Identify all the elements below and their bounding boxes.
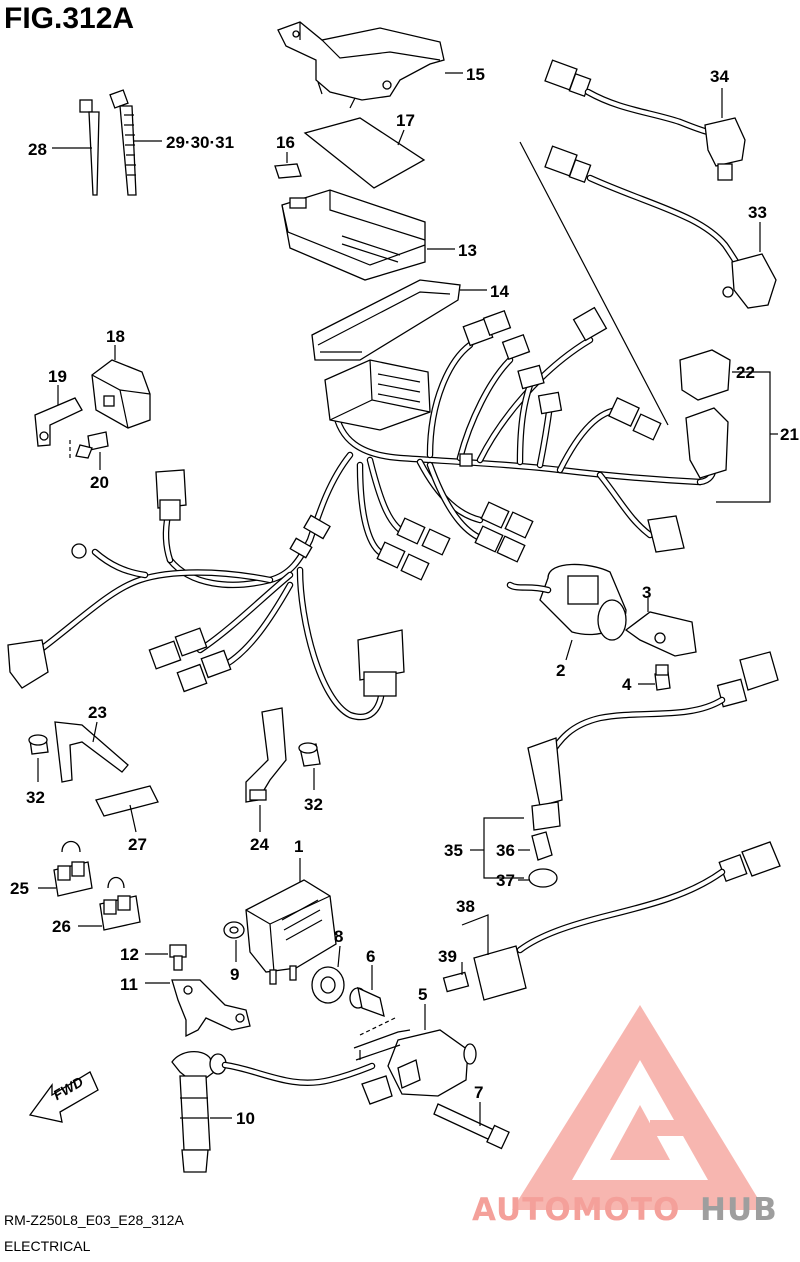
strap-14 xyxy=(311,279,461,361)
cap-36 xyxy=(531,831,553,861)
watermark-text-a: AUTOMOTO xyxy=(472,1192,680,1228)
bracket-11 xyxy=(171,979,251,1038)
bolt-32-left xyxy=(28,734,49,755)
relay-25 xyxy=(53,840,93,897)
ecm-13 xyxy=(281,189,426,281)
callout-2: 2 xyxy=(556,661,565,680)
callout-21: 21 xyxy=(780,425,799,444)
collar-6 xyxy=(349,986,385,1018)
callout-34: 34 xyxy=(710,67,729,86)
callout-32-right: 32 xyxy=(304,795,323,814)
fwd-arrow: FWD xyxy=(28,1071,99,1123)
callout-15: 15 xyxy=(466,65,485,84)
regulator-1 xyxy=(245,879,337,985)
callout-4: 4 xyxy=(622,675,632,694)
leader-23 xyxy=(92,721,98,743)
callout-7: 7 xyxy=(474,1083,483,1102)
relay-18 xyxy=(91,359,151,429)
callout-12: 12 xyxy=(120,945,139,964)
bracket-24 xyxy=(245,707,287,803)
callout-8: 8 xyxy=(334,927,343,946)
nut-9 xyxy=(223,921,245,939)
callout-5: 5 xyxy=(418,985,427,1004)
condenser-2 xyxy=(506,563,627,641)
switch-33 xyxy=(544,145,777,309)
model-code: RM-Z250L8_E03_E28_312A xyxy=(4,1212,184,1228)
guide-5-dash xyxy=(359,1017,396,1036)
callout-29-30-31: 29·30·31 xyxy=(166,133,234,152)
callout-25: 25 xyxy=(10,879,29,898)
callout-14: 14 xyxy=(490,282,509,301)
callout-1: 1 xyxy=(294,837,303,856)
plug-cap-10 xyxy=(171,1051,227,1173)
callout-33: 33 xyxy=(748,203,767,222)
callout-16: 16 xyxy=(276,133,295,152)
section-name: ELECTRICAL xyxy=(4,1238,91,1254)
cable-tie-28 xyxy=(79,99,100,196)
callout-39: 39 xyxy=(438,947,457,966)
wiring-harness xyxy=(7,306,731,721)
relay-26 xyxy=(99,876,141,931)
leader-17 xyxy=(397,129,405,146)
nut-37 xyxy=(528,868,558,888)
callout-28: 28 xyxy=(28,140,47,159)
bolt-7 xyxy=(433,1103,510,1150)
cable-tie-29-31 xyxy=(109,89,137,196)
clip-19 xyxy=(34,397,83,447)
grommet-8 xyxy=(311,966,345,1004)
bolt-20 xyxy=(75,431,109,459)
figure-title: FIG.312A xyxy=(4,2,135,35)
callout-20: 20 xyxy=(90,473,109,492)
callout-10: 10 xyxy=(236,1109,255,1128)
callout-6: 6 xyxy=(366,947,375,966)
cord-35 xyxy=(527,651,779,831)
leader-38 xyxy=(461,914,489,955)
callout-35: 35 xyxy=(444,841,463,860)
callout-3: 3 xyxy=(642,583,651,602)
leader-21-22-bracket xyxy=(716,371,771,503)
leader-35-bracket xyxy=(483,817,524,879)
callout-19: 19 xyxy=(48,367,67,386)
callout-labels: 1 2 3 4 5 6 7 8 9 10 11 12 13 14 15 16 1… xyxy=(10,65,799,1128)
bolt-32-right xyxy=(298,742,321,767)
callout-11: 11 xyxy=(120,975,138,994)
sub-harness-38 xyxy=(442,841,781,1001)
watermark-text-b: HUB xyxy=(700,1192,778,1228)
screw-4 xyxy=(654,664,671,691)
pad-16 xyxy=(274,163,302,179)
leader-8 xyxy=(337,945,341,968)
callout-36: 36 xyxy=(496,841,515,860)
pad-27 xyxy=(95,785,159,817)
leader-2 xyxy=(565,639,573,661)
callout-18: 18 xyxy=(106,327,125,346)
bolt-12 xyxy=(169,944,187,971)
callout-9: 9 xyxy=(230,965,239,984)
callout-32-left: 32 xyxy=(26,788,45,807)
callout-22: 22 xyxy=(736,363,755,382)
callout-17: 17 xyxy=(396,111,415,130)
callout-13: 13 xyxy=(458,241,477,260)
callout-27: 27 xyxy=(128,835,147,854)
ignition-coil-5 xyxy=(221,1029,477,1105)
pad-17 xyxy=(303,117,426,189)
callout-38: 38 xyxy=(456,897,475,916)
watermark-logo xyxy=(512,1005,765,1210)
callout-23: 23 xyxy=(88,703,107,722)
bracket-3 xyxy=(624,611,697,657)
bracket-23 xyxy=(54,721,129,783)
callout-26: 26 xyxy=(52,917,71,936)
callout-37: 37 xyxy=(496,871,515,890)
bracket-15 xyxy=(277,21,445,109)
leader-27 xyxy=(129,804,137,833)
switch-34 xyxy=(544,59,746,181)
guide-line xyxy=(519,141,669,426)
callout-24: 24 xyxy=(250,835,269,854)
